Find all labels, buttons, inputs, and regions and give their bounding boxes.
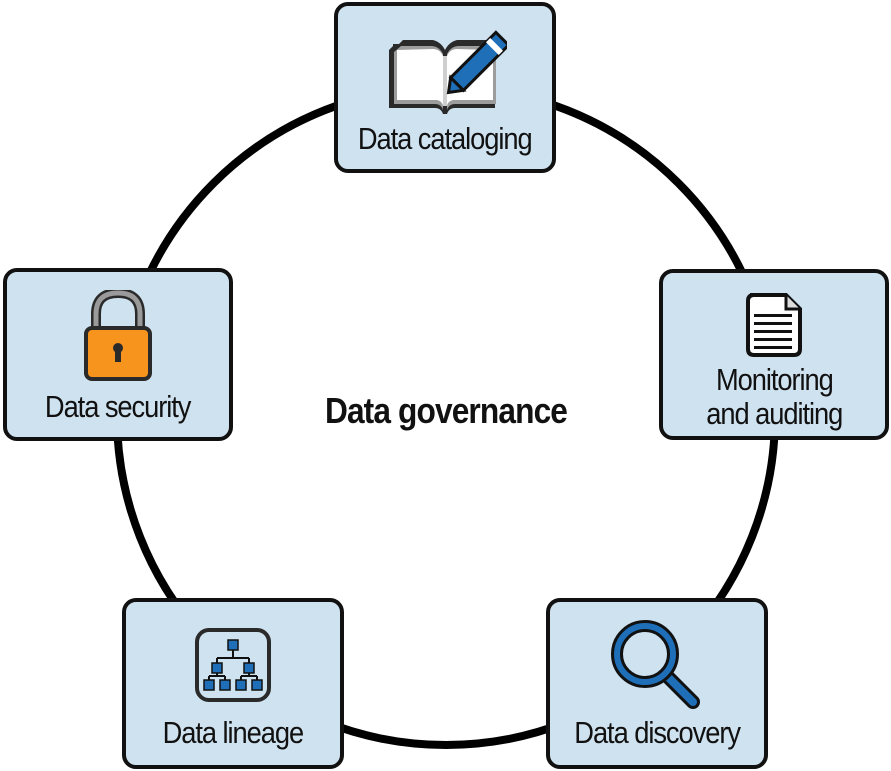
node-data-lineage: Data lineage xyxy=(122,598,344,769)
diagram-title: Data governance xyxy=(324,390,568,431)
node-label: Data security xyxy=(45,389,192,424)
padlock-icon xyxy=(84,290,152,381)
node-data-discovery: Data discovery xyxy=(546,598,768,769)
document-icon xyxy=(746,293,802,357)
hierarchy-tree-icon xyxy=(195,628,271,702)
node-label-line2: and auditing xyxy=(706,396,843,431)
node-label-line1: Monitoring xyxy=(715,362,834,397)
node-label: Data discovery xyxy=(574,715,741,750)
magnifying-glass-icon xyxy=(611,620,700,709)
node-label: Data cataloging xyxy=(358,121,533,156)
node-data-security: Data security xyxy=(3,268,233,441)
book-pencil-icon xyxy=(389,30,507,114)
node-label: Data lineage xyxy=(162,715,305,750)
node-monitoring-and-auditing: Monitoring and auditing xyxy=(659,269,889,440)
node-data-cataloging: Data cataloging xyxy=(334,2,556,173)
